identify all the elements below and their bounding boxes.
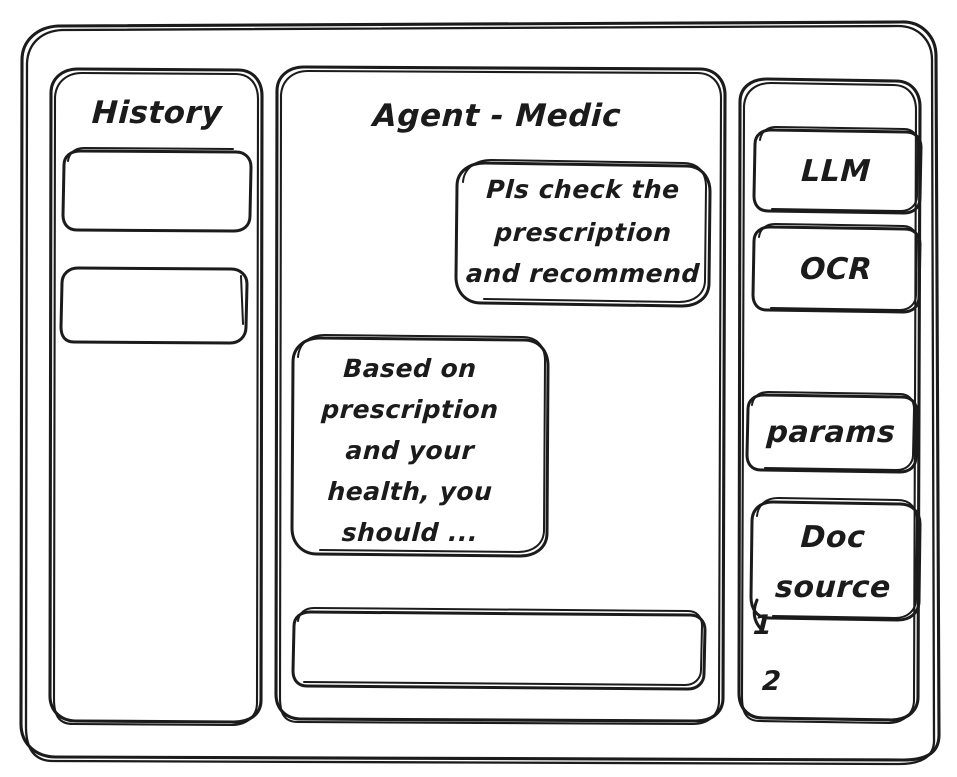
tool-card-ocr-label: OCR — [799, 252, 874, 287]
main-panel-title: Agent - Medic — [371, 98, 623, 134]
tool-card-doc-source-label-line-1: Doc — [799, 520, 867, 555]
tool-card-llm-outline[interactable] — [752, 126, 923, 215]
tool-card-doc-source-label-line-2: source — [774, 570, 892, 605]
tool-card-llm-label: LLM — [800, 154, 872, 189]
assistant-message-outline — [290, 334, 550, 558]
assistant-message-line-3: and your — [344, 436, 476, 465]
user-message-line-2: prescription — [493, 218, 673, 247]
composer-outline[interactable] — [291, 607, 707, 691]
user-message-line-3: and recommend — [465, 259, 701, 288]
tool-card-params-label: params — [765, 415, 897, 450]
tools-panel-outline — [737, 77, 922, 725]
tool-card-params-outline[interactable] — [745, 391, 919, 474]
user-message-outline — [454, 159, 712, 308]
assistant-message-line-4: health, you — [326, 477, 494, 506]
user-message-line-1: Pls check the — [485, 175, 681, 204]
source-list-item-1[interactable]: 1 — [752, 610, 774, 641]
main-panel-outline — [274, 65, 727, 726]
tool-card-ocr-outline[interactable] — [751, 223, 922, 314]
window-frame — [19, 20, 941, 766]
assistant-message-line-5: should ... — [341, 518, 479, 547]
assistant-message-line-2: prescription — [320, 395, 500, 424]
assistant-message-line-1: Based on — [342, 354, 478, 383]
history-item-1-outline[interactable] — [61, 147, 253, 233]
tool-card-doc-source-outline[interactable] — [749, 497, 922, 632]
history-panel-title: History — [90, 95, 224, 131]
history-panel-outline — [48, 67, 264, 727]
source-list-item-2[interactable]: 2 — [761, 666, 783, 697]
history-item-2-outline[interactable] — [59, 266, 249, 345]
